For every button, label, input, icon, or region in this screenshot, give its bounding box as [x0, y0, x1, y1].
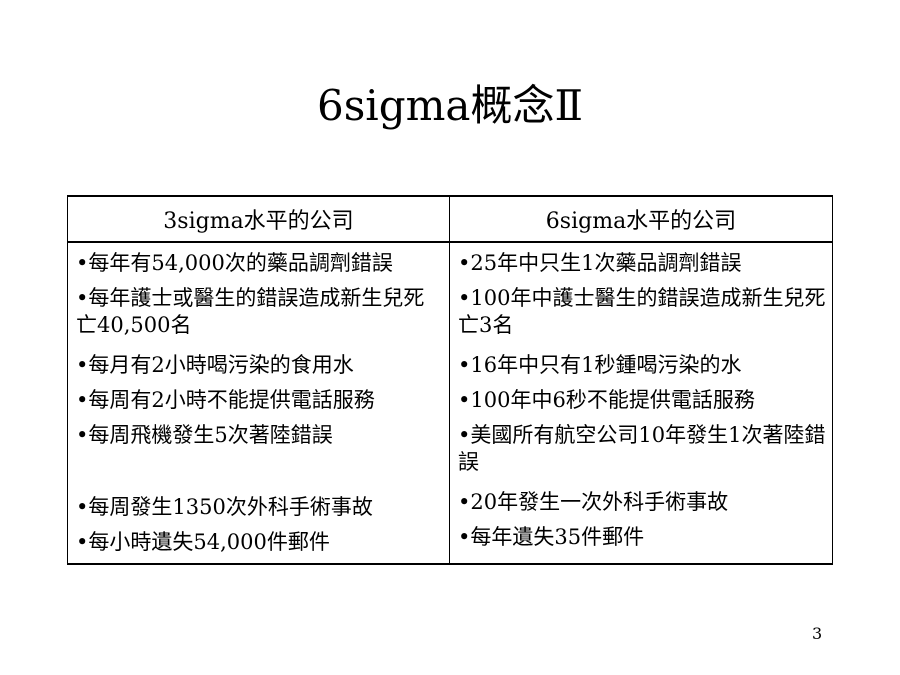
list-item: •16年中只有1秒鍾喝污染的水 [458, 353, 742, 377]
list-item: •每月有2小時喝污染的食用水 [76, 353, 354, 377]
list-item: •每小時遺失54,000件郵件 [76, 530, 330, 554]
list-item: •每年有54,000次的藥品調劑錯誤 [76, 251, 393, 275]
slide-title: 6sigma概念Ⅱ [316, 81, 583, 130]
list-item: •20年發生一次外科手術事故 [458, 490, 729, 514]
list-item: •每年護士或醫生的錯誤造成新生兒死亡40,500名 [76, 286, 425, 337]
list-item: •25年中只生1次藥品調劑錯誤 [458, 251, 742, 275]
table-body-row: •每年有54,000次的藥品調劑錯誤 •每年護士或醫生的錯誤造成新生兒死亡40,… [67, 241, 833, 565]
comparison-table: 3sigma水平的公司 6sigma水平的公司 •每年有54,000次的藥品調劑… [67, 195, 833, 565]
cell-3sigma: •每年有54,000次的藥品調劑錯誤 •每年護士或醫生的錯誤造成新生兒死亡40,… [67, 241, 450, 565]
list-item: •每周飛機發生5次著陸錯誤 [76, 423, 333, 447]
list-item: •每周有2小時不能提供電話服務 [76, 388, 375, 412]
list-item: •100年中6秒不能提供電話服務 [458, 388, 755, 412]
cell-6sigma: •25年中只生1次藥品調劑錯誤 •100年中護士醫生的錯誤造成新生兒死亡3名 •… [449, 241, 833, 565]
list-item: •美國所有航空公司10年發生1次著陸錯誤 [458, 423, 826, 474]
list-item: •100年中護士醫生的錯誤造成新生兒死亡3名 [458, 286, 826, 337]
header-3sigma: 3sigma水平的公司 [67, 195, 450, 243]
list-item: •每周發生1350次外科手術事故 [76, 495, 373, 519]
list-item: •每年遺失35件郵件 [458, 525, 645, 549]
page-number: 3 [812, 624, 823, 643]
header-6sigma: 6sigma水平的公司 [449, 195, 833, 243]
table-header-row: 3sigma水平的公司 6sigma水平的公司 [67, 195, 833, 243]
